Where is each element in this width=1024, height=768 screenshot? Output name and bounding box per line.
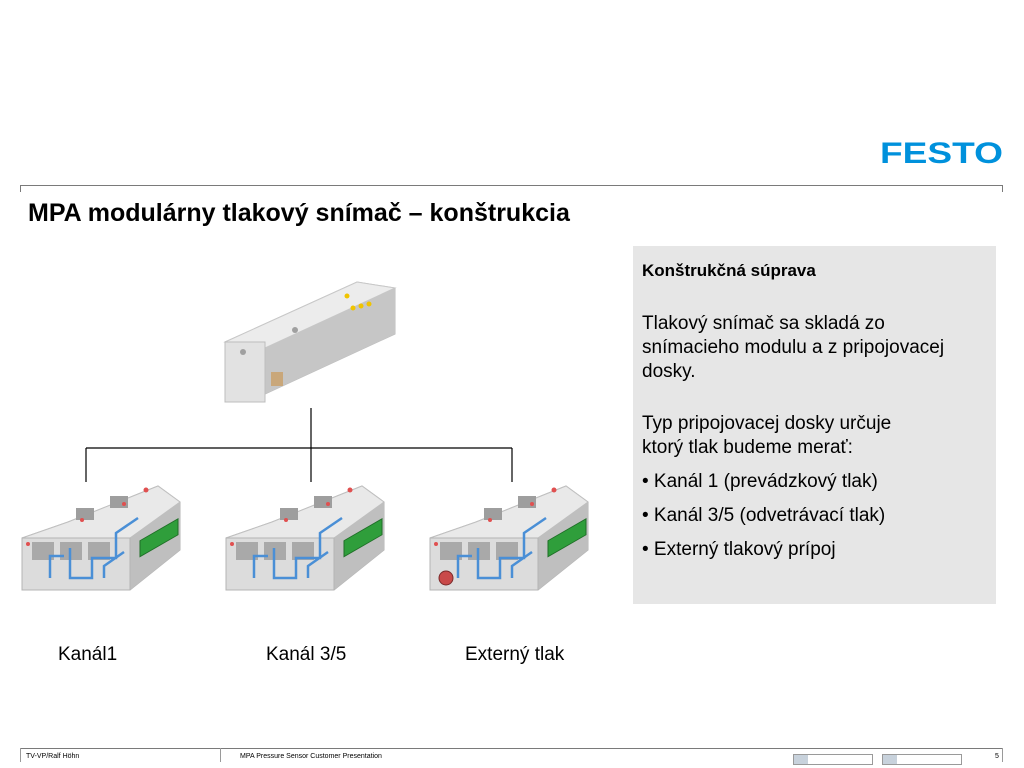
- footer-author: TV-VP/Ralf Höhn: [26, 753, 80, 760]
- panel-heading: Konštrukčná súprava: [642, 261, 816, 280]
- header-divider-tick-right: [1002, 185, 1003, 192]
- panel-paragraph-1: Tlakový snímač sa skladá zo snímacieho m…: [642, 313, 945, 382]
- footer-tick: [220, 748, 221, 762]
- bullet-channel-1: • Kanál 1 (prevádzkový tlak): [642, 471, 878, 492]
- panel-paragraph-2-line-1: Typ pripojovacej dosky určuje: [642, 413, 892, 434]
- bullet-external-port: • Externý tlakový prípoj: [642, 539, 836, 560]
- header-divider-tick-left: [20, 185, 21, 192]
- footer-tick: [20, 748, 21, 762]
- panel-paragraph-2-line-2: ktorý tlak budeme merať:: [642, 437, 853, 458]
- plate-external-image: [428, 484, 590, 592]
- header-divider: [20, 185, 1003, 186]
- footer-presentation-title: MPA Pressure Sensor Customer Presentatio…: [240, 753, 382, 760]
- festo-logo-text: FESTO: [880, 138, 1003, 166]
- caption-external: Externý tlak: [465, 644, 565, 665]
- caption-channel-1: Kanál1: [58, 644, 118, 665]
- external-port-icon: [438, 570, 454, 586]
- plate-channel-3-5-image: [224, 484, 386, 592]
- sensor-module-image: [223, 281, 397, 403]
- festo-logo: FESTO: [880, 137, 1004, 170]
- plate-channel-1-image: [20, 484, 182, 592]
- footer-tick: [1002, 748, 1003, 762]
- caption-channel-3-5: Kanál 3/5: [266, 644, 347, 665]
- slide-title: MPA modulárny tlakový snímač – konštrukc…: [28, 199, 570, 227]
- footer-progress-bar: [793, 754, 873, 765]
- footer-page-number: 5: [995, 753, 999, 760]
- footer-divider: [20, 748, 1003, 749]
- footer-progress-bar: [882, 754, 962, 765]
- info-panel: Konštrukčná súprava Tlakový snímač sa sk…: [633, 246, 996, 604]
- bullet-channel-3-5: • Kanál 3/5 (odvetrávací tlak): [642, 505, 886, 526]
- tree-connector: [85, 408, 513, 482]
